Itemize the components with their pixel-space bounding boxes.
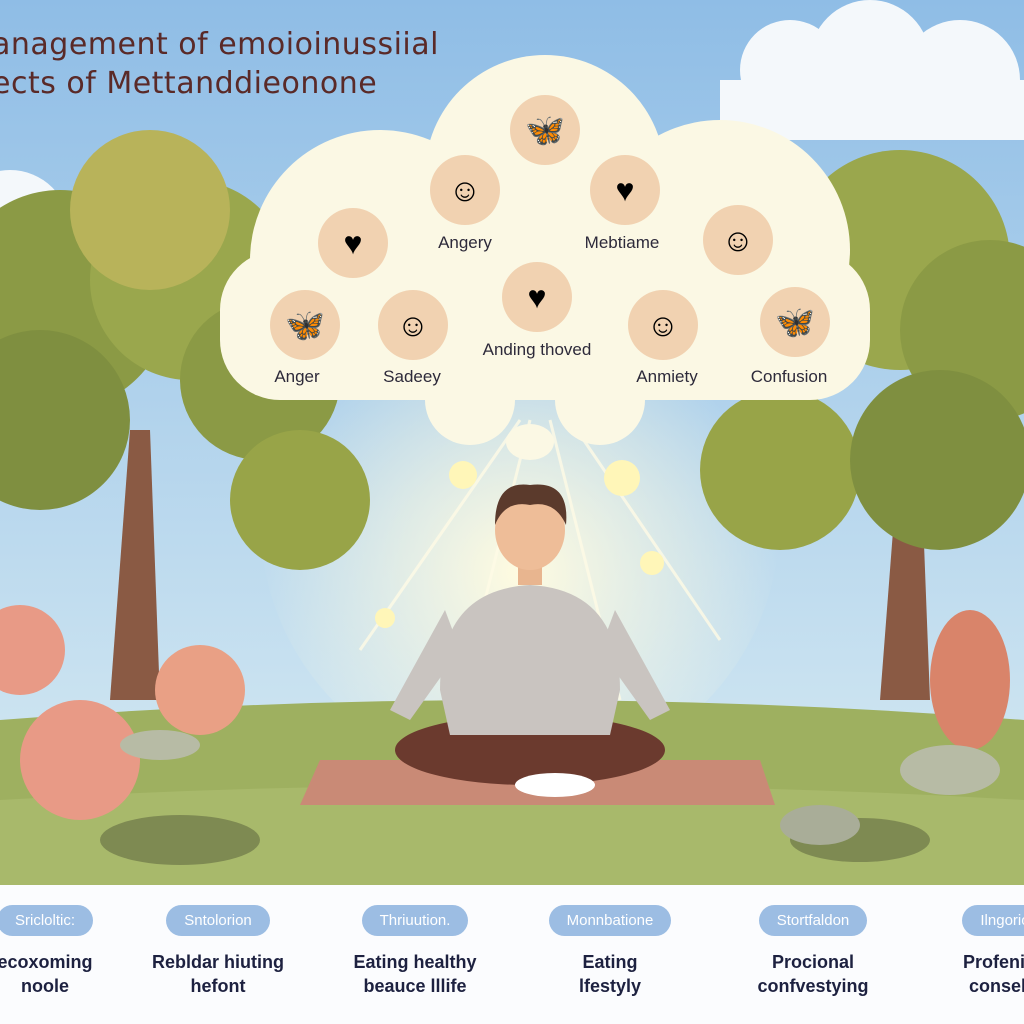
head-icon: ☺ bbox=[703, 205, 773, 275]
strategy-text: Eating lfestyly bbox=[578, 952, 642, 996]
emotion-label: Anding thoved bbox=[482, 340, 592, 359]
strategy-item: Sricloltic: ecoxoming noole bbox=[0, 905, 120, 998]
strategy-tag: Sntolorion bbox=[166, 905, 270, 936]
strategy-tag: Sricloltic: bbox=[0, 905, 93, 936]
emotion-label: Angery bbox=[438, 233, 492, 252]
right-tree bbox=[700, 150, 1024, 700]
butterfly-icon: 🦋 bbox=[510, 95, 580, 165]
butterfly-icon: 🦋 bbox=[760, 287, 830, 357]
strategy-text: Rebldar hiuting hefont bbox=[152, 952, 284, 996]
strategy-text: ecoxoming noole bbox=[0, 952, 93, 996]
strategy-tag: Monnbatione bbox=[548, 905, 672, 936]
meditating-person bbox=[390, 484, 670, 797]
head-icon: ☺ bbox=[378, 290, 448, 360]
strategy-item: IlngorioProfenion consellc bbox=[930, 905, 1024, 998]
emotion-label: Anger bbox=[274, 367, 320, 386]
strategy-text: Eating healthy beauce lllife bbox=[353, 952, 477, 996]
title-line-2: ects of Mettanddieonone bbox=[0, 66, 378, 101]
head-icon: ☺ bbox=[430, 155, 500, 225]
emotion-label: Sadeey bbox=[383, 367, 441, 386]
bushes bbox=[0, 605, 1010, 865]
butterfly-icon: 🦋 bbox=[270, 290, 340, 360]
broken-heart-icon: ♥ bbox=[502, 262, 572, 332]
head-icon: ☺ bbox=[628, 290, 698, 360]
title-line-1: anagement of emoioinussiial bbox=[0, 27, 439, 62]
strategy-tag: Stortfaldon bbox=[758, 905, 868, 936]
heart-icon: ♥ bbox=[590, 155, 660, 225]
strategy-item: Thriuution. Eating healthy beauce lllife bbox=[340, 905, 490, 998]
heart-icon: ♥ bbox=[318, 208, 388, 278]
strategy-tag: Ilngorio bbox=[962, 905, 1024, 936]
emotion-label: Anmiety bbox=[636, 367, 698, 386]
strategy-tag: Thriuution. bbox=[361, 905, 469, 936]
strategy-text: Procional confvestying bbox=[757, 952, 869, 996]
strategy-text: Profenion consellc bbox=[963, 952, 1024, 996]
emotion-label: Confusion bbox=[750, 367, 828, 386]
emotion-label: Mebtiame bbox=[584, 233, 660, 252]
